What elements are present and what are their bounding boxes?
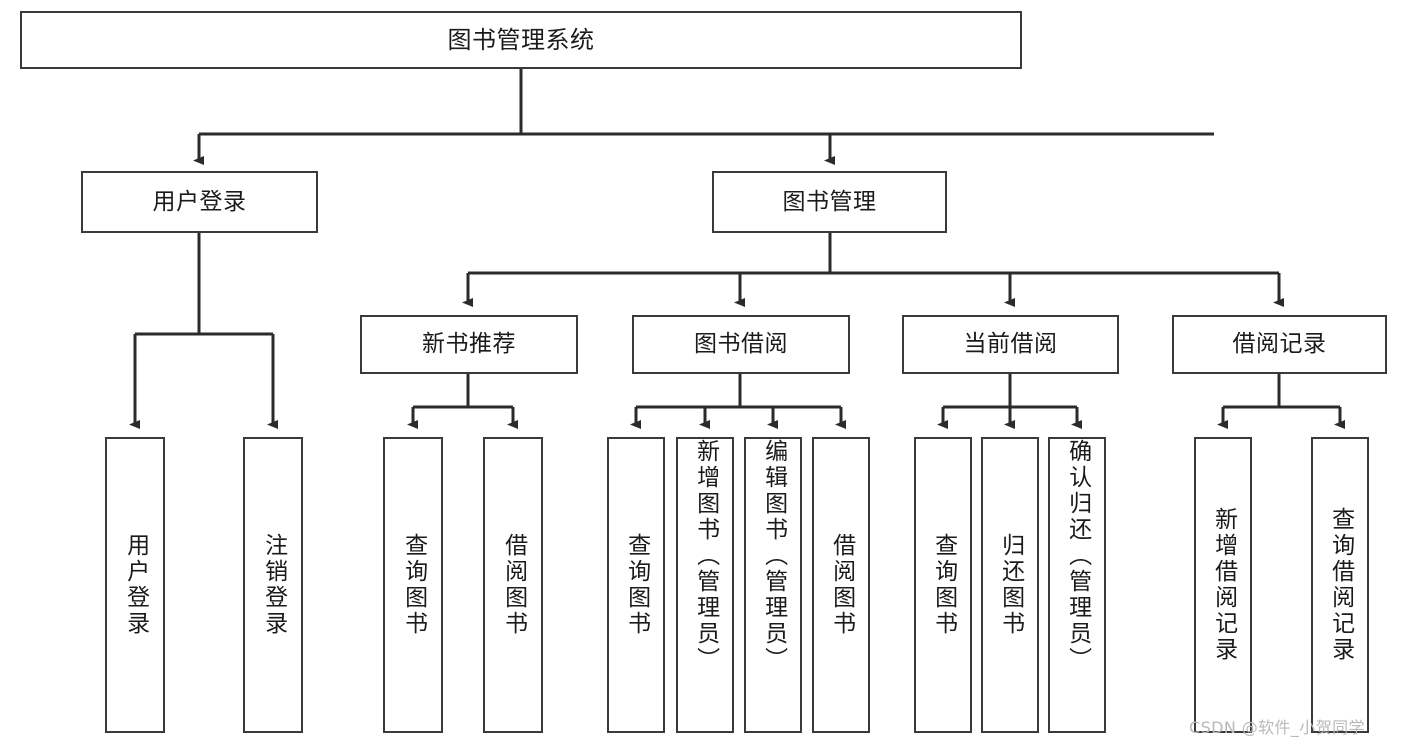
node-book-management[interactable]: 图书管理 [712, 171, 947, 233]
node-borrow-record[interactable]: 借阅记录 [1172, 315, 1387, 374]
leaf-label: 查询借阅记录 [1327, 507, 1354, 663]
leaf-record-query-record[interactable]: 查询借阅记录 [1311, 437, 1369, 733]
leaf-new-book-query[interactable]: 查询图书 [383, 437, 443, 733]
node-book-management-label: 图书管理 [782, 188, 877, 215]
leaf-label: 查询图书 [930, 533, 957, 637]
leaf-label: 借阅图书 [828, 533, 855, 637]
leaf-borrow-edit-book-admin[interactable]: 编辑图书（管理员） [744, 437, 802, 733]
leaf-label: 编辑图书（管理员） [760, 439, 787, 673]
leaf-label: 查询图书 [400, 533, 427, 637]
leaf-user-login-logout[interactable]: 注销登录 [243, 437, 303, 733]
node-root[interactable]: 图书管理系统 [20, 11, 1022, 69]
node-new-book-recommend-label: 新书推荐 [422, 331, 516, 357]
leaf-label: 归还图书 [997, 533, 1024, 637]
node-user-login-label: 用户登录 [152, 188, 247, 215]
leaf-label: 新增图书（管理员） [692, 439, 719, 673]
node-root-label: 图书管理系统 [447, 26, 595, 54]
leaf-current-query-book[interactable]: 查询图书 [914, 437, 972, 733]
leaf-user-login-login[interactable]: 用户登录 [105, 437, 165, 733]
leaf-record-add-record[interactable]: 新增借阅记录 [1194, 437, 1252, 733]
leaf-current-return-book[interactable]: 归还图书 [981, 437, 1039, 733]
leaf-label: 注销登录 [260, 533, 287, 637]
node-current-borrow[interactable]: 当前借阅 [902, 315, 1119, 374]
leaf-new-book-borrow[interactable]: 借阅图书 [483, 437, 543, 733]
watermark-text: CSDN @软件_小贺同学 [1189, 718, 1365, 737]
leaf-borrow-query-book[interactable]: 查询图书 [607, 437, 665, 733]
leaf-borrow-borrow-book[interactable]: 借阅图书 [812, 437, 870, 733]
node-current-borrow-label: 当前借阅 [963, 331, 1058, 357]
leaf-label: 查询图书 [623, 533, 650, 637]
node-user-login[interactable]: 用户登录 [81, 171, 318, 233]
leaf-label: 新增借阅记录 [1210, 507, 1237, 663]
leaf-label: 确认归还（管理员） [1064, 439, 1091, 673]
node-book-borrow[interactable]: 图书借阅 [632, 315, 850, 374]
leaf-label: 借阅图书 [500, 533, 527, 637]
node-new-book-recommend[interactable]: 新书推荐 [360, 315, 578, 374]
leaf-current-confirm-return-admin[interactable]: 确认归还（管理员） [1048, 437, 1106, 733]
leaf-borrow-add-book-admin[interactable]: 新增图书（管理员） [676, 437, 734, 733]
leaf-label: 用户登录 [122, 533, 149, 637]
node-borrow-record-label: 借阅记录 [1232, 331, 1327, 357]
node-book-borrow-label: 图书借阅 [694, 331, 788, 357]
